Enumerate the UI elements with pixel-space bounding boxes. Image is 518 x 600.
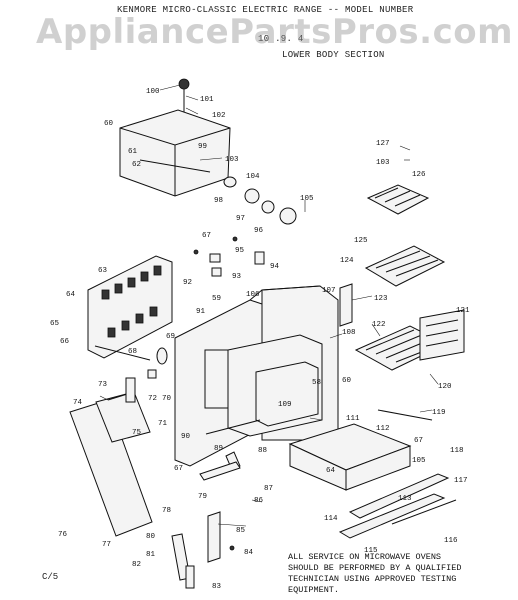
service-note: ALL SERVICE ON MICROWAVE OVENS SHOULD BE… [288,552,513,596]
label-112: 112 [376,425,390,433]
label-126: 126 [412,171,426,179]
part-rings [223,176,306,225]
label-78: 78 [162,507,171,515]
label-127: 127 [376,140,390,148]
label-91: 91 [196,308,206,316]
label-114: 114 [324,515,338,523]
service-note-line-3: TECHNICIAN USING APPROVED TESTING [288,574,457,584]
label-107: 107 [322,287,336,295]
part-back-shield [119,78,231,197]
label-60b: 60 [342,377,352,385]
label-84: 84 [244,549,254,557]
service-note-line-2: SHOULD BE PERFORMED BY A QUALIFIED [288,563,462,573]
label-80: 80 [146,533,156,541]
label-124: 124 [340,257,354,265]
label-118: 118 [450,447,464,455]
label-73: 73 [98,381,108,389]
part-door-panel [69,391,153,537]
label-90: 90 [181,433,191,441]
label-104: 104 [246,173,260,181]
label-66: 66 [60,338,70,346]
label-82: 82 [132,561,141,569]
watermark: AppliancePartsPros.com [36,12,514,52]
label-122: 122 [372,321,386,329]
label-67b: 67 [414,437,423,445]
label-85: 85 [236,527,246,535]
label-61: 61 [128,148,138,156]
label-119: 119 [432,409,446,417]
part-racks [354,184,465,371]
label-79: 79 [198,493,207,501]
label-99: 99 [198,143,207,151]
label-106: 106 [246,291,260,299]
label-88: 88 [258,447,267,455]
label-103: 103 [225,156,239,164]
label-60: 60 [104,120,114,128]
label-83: 83 [212,583,222,591]
corner-code: C/5 [42,572,59,582]
label-67: 67 [202,232,211,240]
part-kick-panel [338,493,446,539]
label-64b: 64 [326,467,336,475]
part-lower-hardware [171,511,235,589]
label-120: 120 [438,383,452,391]
label-86: 86 [254,497,264,505]
label-59: 59 [212,295,221,303]
label-111: 111 [346,415,360,423]
label-81: 81 [146,551,156,559]
label-72: 72 [148,395,157,403]
label-64: 64 [66,291,76,299]
label-87: 87 [264,485,273,493]
label-108: 108 [342,329,356,337]
label-70: 70 [162,395,172,403]
part-number-labels: 100 101 102 60 61 62 99 103 104 98 97 96… [50,88,470,591]
label-95: 95 [235,247,245,255]
label-93: 93 [232,273,242,281]
label-92: 92 [183,279,192,287]
title-line-2: 10 .9. 4 [258,34,304,44]
label-105b: 105 [412,457,426,465]
label-62: 62 [132,161,141,169]
label-63: 63 [98,267,108,275]
part-drawer [288,409,457,525]
label-100: 100 [146,88,160,96]
title-line-1: KENMORE MICRO-CLASSIC ELECTRIC RANGE -- … [117,5,414,15]
label-71: 71 [158,420,168,428]
part-side-pieces [125,347,241,481]
label-65: 65 [50,320,60,328]
part-small-brackets [193,236,265,277]
label-94: 94 [270,263,280,271]
label-116: 116 [444,537,458,545]
label-102: 102 [212,112,226,120]
service-note-line-1: ALL SERVICE ON MICROWAVE OVENS [288,552,442,562]
label-101: 101 [200,96,214,104]
label-77: 77 [102,541,111,549]
label-113: 113 [398,495,412,503]
leader-lines [99,84,439,527]
label-117: 117 [454,477,468,485]
label-97: 97 [236,215,245,223]
service-note-line-4: EQUIPMENT. [288,585,340,595]
label-75: 75 [132,429,142,437]
label-115: 115 [364,547,378,555]
label-89: 89 [214,445,223,453]
label-121: 121 [456,307,470,315]
label-109: 109 [278,401,292,409]
part-main-frame [174,283,353,467]
label-96: 96 [254,227,264,235]
part-side-panel [87,255,173,361]
label-103b: 103 [376,159,390,167]
label-74: 74 [73,399,83,407]
label-67c: 67 [174,465,183,473]
label-76: 76 [58,531,68,539]
title-line-3: LOWER BODY SECTION [282,50,385,60]
label-105: 105 [300,195,314,203]
label-69: 69 [166,333,175,341]
label-123: 123 [374,295,388,303]
label-125: 125 [354,237,368,245]
label-58: 58 [312,379,321,387]
label-98: 98 [214,197,223,205]
label-68: 68 [128,348,137,356]
